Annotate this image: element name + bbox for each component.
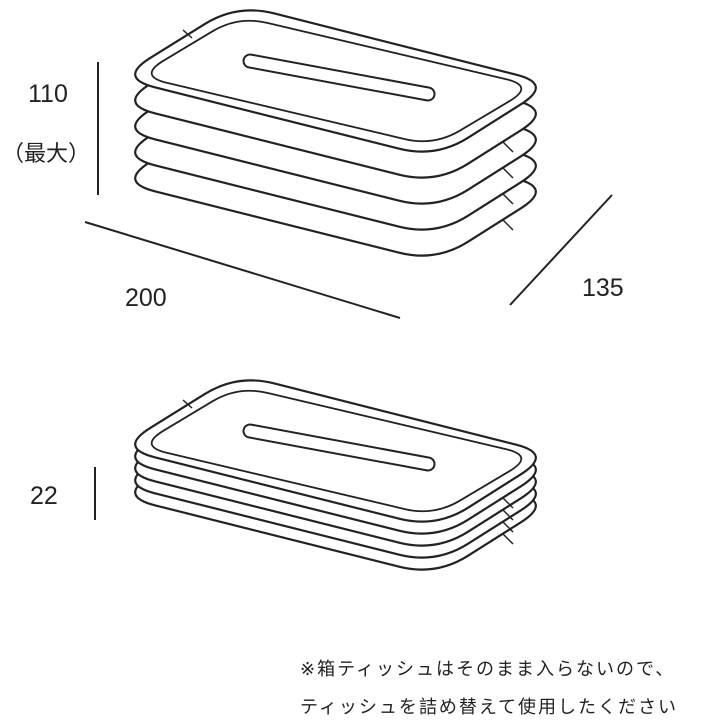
note-line-1: ※箱ティッシュはそのまま入らないので、 [300, 659, 676, 680]
depth-dimension-line [509, 194, 613, 306]
hinge-mark [182, 29, 193, 39]
collapsed-tissue-case [134, 379, 537, 571]
extended-tissue-case [134, 9, 537, 257]
hinge-mark [502, 167, 514, 179]
hinge-mark [502, 521, 514, 533]
width-label: 200 [125, 284, 167, 312]
width-dimension-line [84, 221, 401, 319]
hinge-mark [502, 219, 514, 231]
hinge-mark [182, 399, 193, 409]
height-max-note: （最大） [2, 141, 91, 166]
hinge-mark [502, 141, 514, 153]
note-line-2: ティッシュを詰め替えて使用したください [300, 697, 679, 718]
depth-label: 135 [582, 274, 624, 302]
height-max-label: 110 [28, 80, 68, 108]
hinge-mark [502, 509, 514, 521]
hinge-mark [502, 193, 514, 205]
hinge-mark [502, 533, 514, 545]
hinge-mark [502, 497, 514, 509]
tissue-slot-opening [244, 425, 434, 470]
tissue-slot-opening [244, 55, 434, 100]
height-min-label: 22 [30, 482, 58, 510]
